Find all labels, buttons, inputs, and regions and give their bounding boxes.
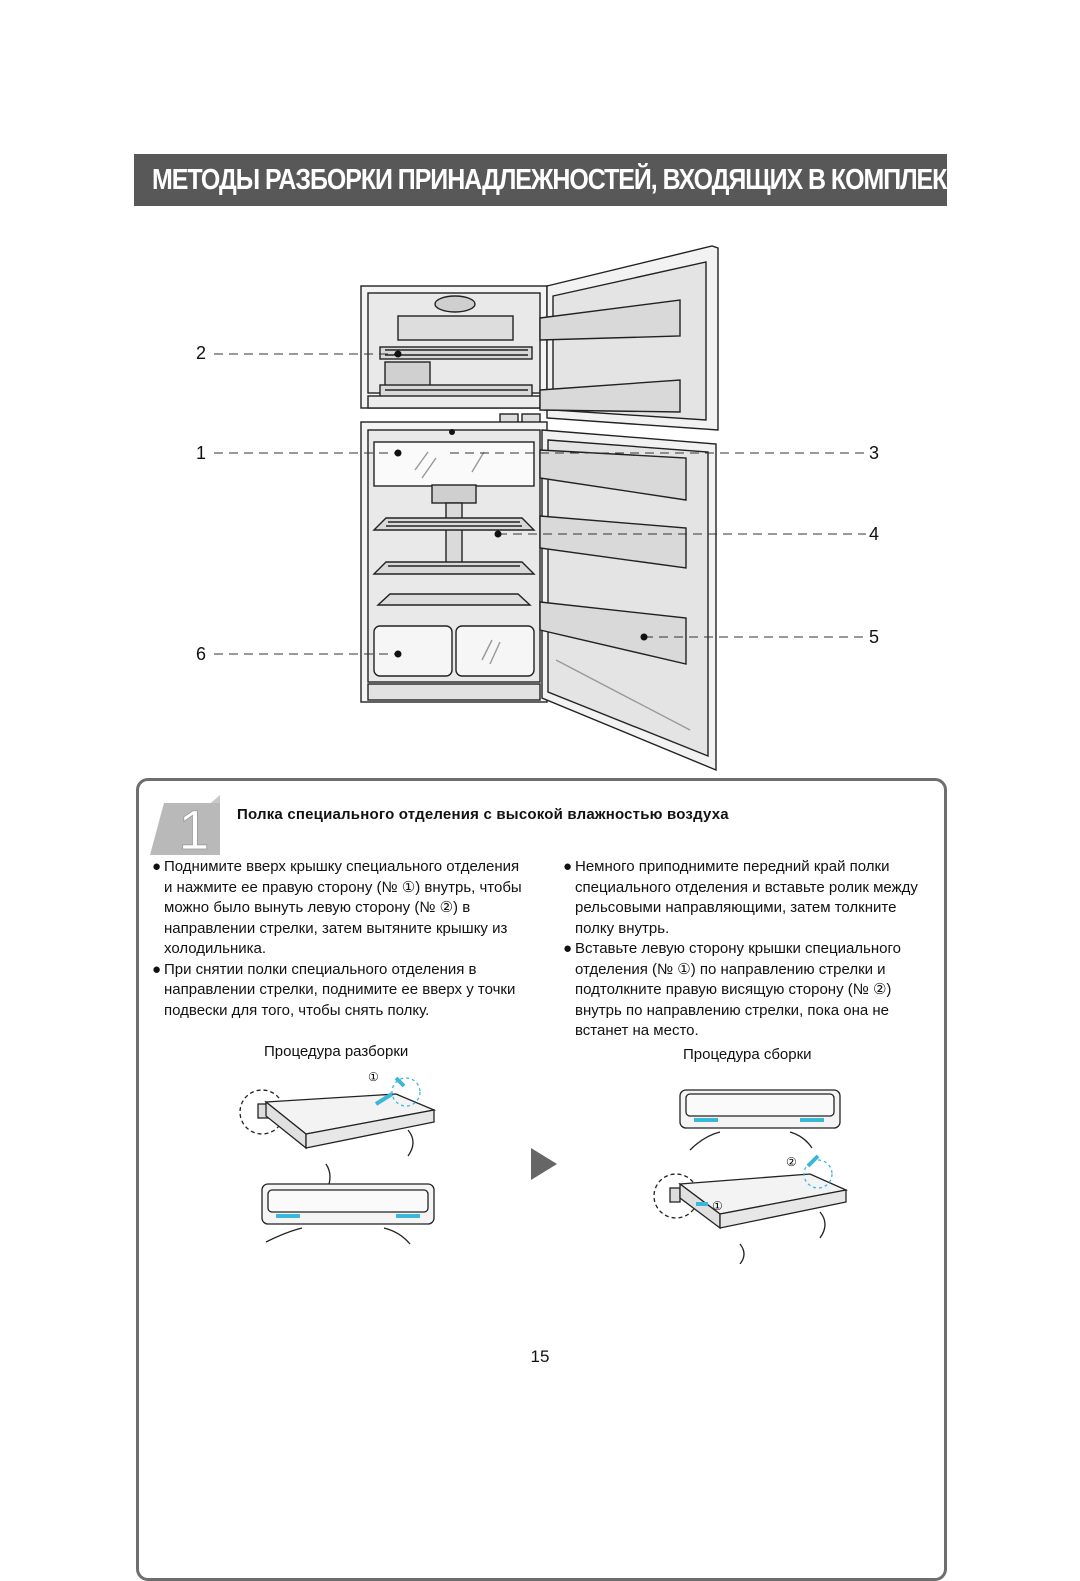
list-item: ●Немного приподнимите передний край полк… xyxy=(563,858,918,937)
arrow-right-icon xyxy=(531,1148,557,1180)
callout-4: 4 xyxy=(869,524,880,544)
disassembly-instructions: ●Поднимите вверх крышку специального отд… xyxy=(152,857,522,1021)
callout-3: 3 xyxy=(869,443,880,463)
bullet-icon: ● xyxy=(563,858,573,875)
marker-1: ① xyxy=(368,1070,379,1084)
callout-5: 5 xyxy=(869,627,880,647)
callout-2: 2 xyxy=(196,343,207,363)
bullet-icon: ● xyxy=(152,858,162,875)
callout-dots xyxy=(394,350,648,658)
assembly-illustration: ② ① xyxy=(653,1089,849,1264)
assembly-caption: Процедура сборки xyxy=(683,1046,812,1063)
banner-title: МЕТОДЫ РАЗБОРКИ ПРИНАДЛЕЖНОСТЕЙ, ВХОДЯЩИ… xyxy=(152,164,947,196)
page-number: 15 xyxy=(530,1347,550,1366)
section-title: Полка специального отделения с высокой в… xyxy=(237,806,729,823)
section-banner: МЕТОДЫ РАЗБОРКИ ПРИНАДЛЕЖНОСТЕЙ, ВХОДЯЩИ… xyxy=(134,154,947,206)
list-item: ●Поднимите вверх крышку специального отд… xyxy=(152,858,522,957)
disassembly-caption: Процедура разборки xyxy=(264,1043,409,1060)
bullet-icon: ● xyxy=(152,960,162,978)
step-number: 1 xyxy=(178,798,209,855)
callout-1: 1 xyxy=(196,443,207,463)
refrigerator-diagram xyxy=(214,245,866,772)
list-item: ●Вставьте левую сторону крышки специальн… xyxy=(563,940,901,1039)
bullet-icon: ● xyxy=(563,940,573,957)
callout-6: 6 xyxy=(196,644,207,664)
freezer-door xyxy=(539,245,719,431)
list-item: ●При снятии полки специального отделения… xyxy=(152,960,516,1019)
marker-1-assembly: ① xyxy=(712,1199,723,1213)
freezer-compartment xyxy=(360,285,548,425)
fridge-door xyxy=(539,429,717,772)
marker-2: ② xyxy=(786,1155,797,1169)
disassembly-illustration: ① xyxy=(239,1070,437,1245)
callout-leaders xyxy=(214,353,866,655)
assembly-instructions: ●Немного приподнимите передний край полк… xyxy=(563,857,935,1042)
fridge-compartment xyxy=(360,421,548,703)
step-number-badge: 1 xyxy=(150,795,220,855)
